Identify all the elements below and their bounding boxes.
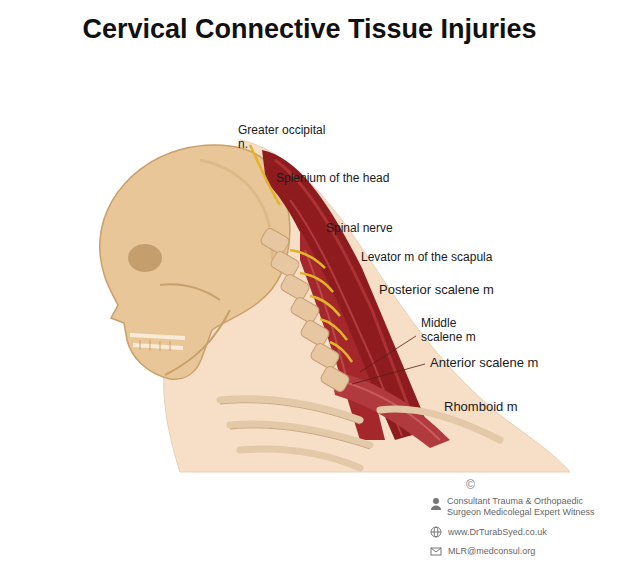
shoulder-bone-outline — [220, 403, 370, 449]
teeth-lines — [140, 340, 170, 351]
mail-icon — [431, 548, 441, 555]
author-credit: Consultant Trauma & Orthopaedic Surgeon … — [447, 496, 615, 518]
cervical-vertebrae — [259, 227, 351, 394]
website-link: www.DrTurabSyed.co.uk — [448, 527, 547, 538]
cheekbone — [160, 284, 220, 300]
muscle-label: Levator m of the scapula — [361, 250, 492, 264]
skull — [100, 145, 290, 379]
email-address: MLR@medconsul.org — [448, 546, 535, 557]
skull-shading — [200, 160, 272, 260]
diagram-title: Cervical Connective Tissue Injuries — [0, 14, 619, 45]
globe-icon — [431, 527, 441, 537]
mandible — [165, 310, 230, 375]
muscle-label: Rhomboid m — [444, 399, 518, 415]
nerve-label: Spinal nerve — [326, 221, 393, 235]
nerve-label: Greater occipital n. — [238, 123, 333, 152]
footer-icons — [431, 498, 441, 510]
muscle-label: Splenium of the head — [276, 171, 389, 185]
teeth — [130, 335, 185, 348]
muscle-label: Posterior scalene m — [379, 282, 494, 298]
copyright-mark: © — [466, 478, 475, 492]
eye-orbit — [128, 244, 162, 272]
muscle-label: Anterior scalene m — [430, 355, 538, 371]
leader-lines — [352, 336, 425, 384]
muscle-label: Middle scalene m — [421, 316, 481, 345]
